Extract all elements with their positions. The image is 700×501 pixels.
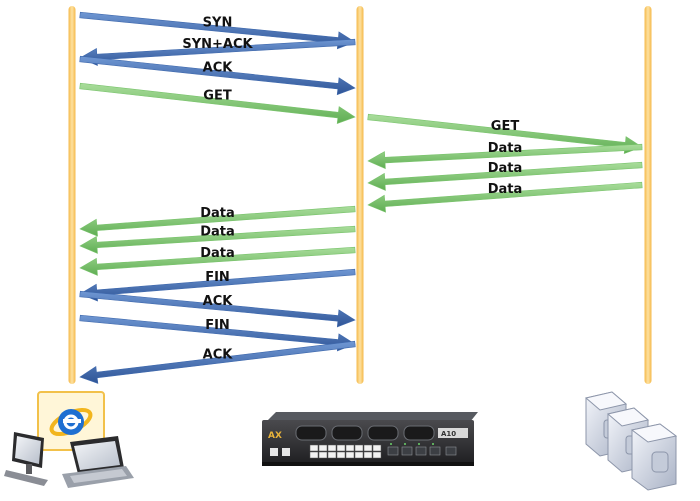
message-label-4: GET [203,89,232,104]
message-label-5: GET [491,119,520,134]
message-label-1: SYN [203,16,233,31]
message-arrow-6 [367,143,643,170]
internet-explorer-icon [49,407,93,437]
message-label-15: ACK [203,348,234,363]
message-label-9: Data [200,206,235,221]
message-arrow-11 [79,246,356,276]
lifeline-client [68,6,76,384]
message-arrow-10 [79,225,356,254]
message-label-3: ACK [203,61,234,76]
message-label-11: Data [200,246,235,261]
message-label-10: Data [200,225,235,240]
laptop-and-desktop-with-ie-icon [4,391,134,488]
message-arrow-15 [79,340,356,384]
message-label-14: FIN [205,318,230,333]
message-arrow-3 [79,55,356,96]
message-arrow-9 [79,205,356,237]
message-arrow-7 [367,161,643,191]
message-label-6: Data [488,141,523,156]
message-label-7: Data [488,161,523,176]
message-label-8: Data [488,182,523,197]
message-label-2: SYN+ACK [182,37,253,52]
message-arrow-13 [79,290,356,328]
appliance-badge [438,428,468,438]
appliance-badge-text: A10 [441,430,456,438]
message-arrow-8 [367,181,643,213]
appliance-brand: AX [268,431,282,441]
message-label-13: ACK [203,294,234,309]
message-label-12: FIN [205,270,230,285]
network-appliance-icon: AX A10 [262,412,478,466]
message-arrow-4 [79,82,356,124]
server-stack-icon [584,391,678,491]
lifeline-server [644,6,652,384]
lifeline-load-balancer [356,6,364,384]
